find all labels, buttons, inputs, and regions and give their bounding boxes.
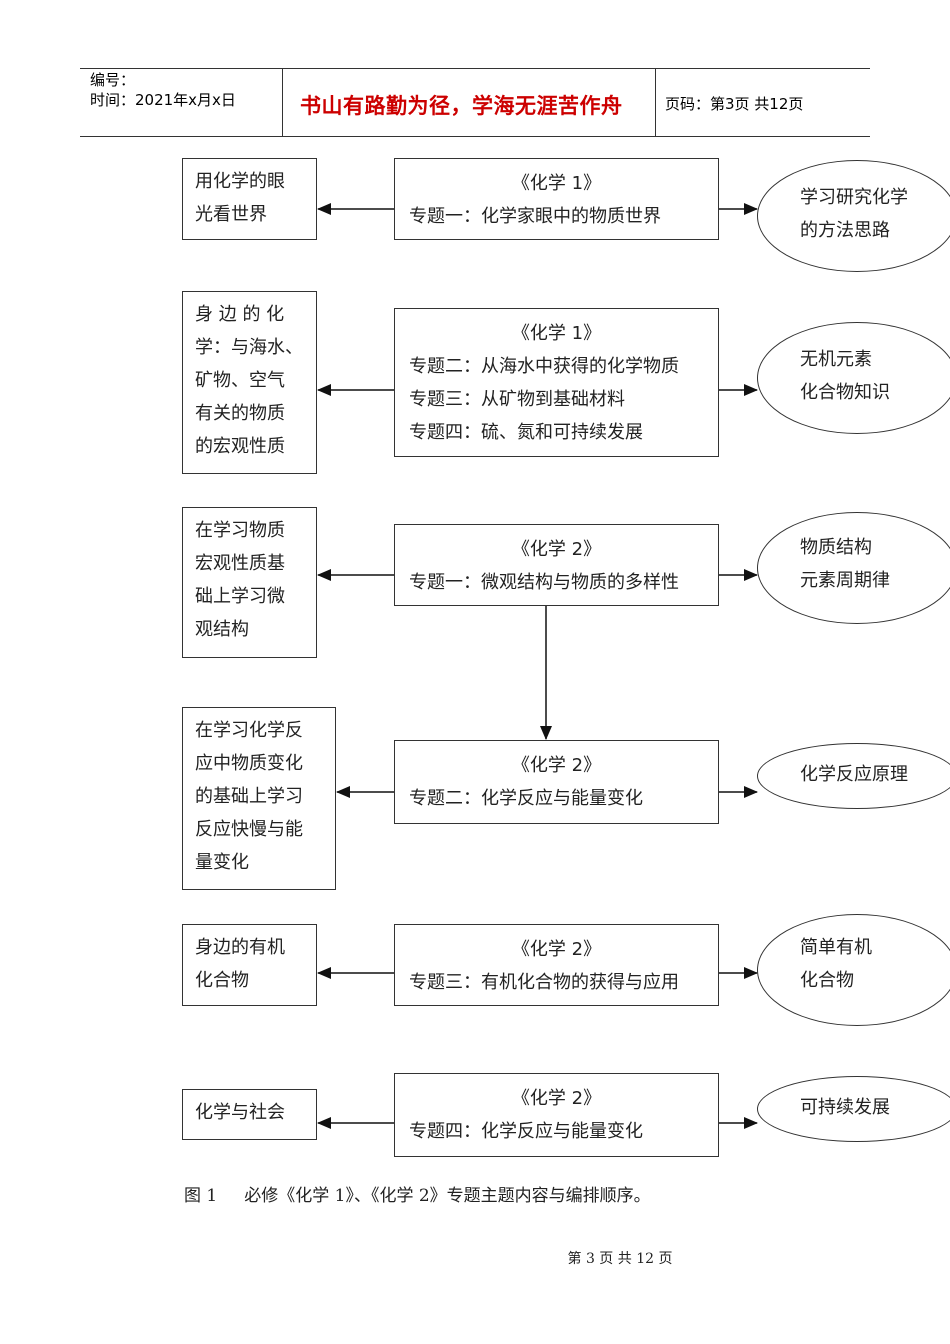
right-oval-3: 物质结构 元素周期律 (757, 512, 950, 624)
right-oval-4: 化学反应原理 (757, 743, 950, 809)
center-box-title: 《化学 1》 (511, 323, 602, 344)
figure-caption: 图 1 必修《化学 1》、《化学 2》专题主题内容与编排顺序。 (184, 1186, 651, 1206)
right-oval-line: 的方法思路 (800, 220, 890, 241)
left-box-line: 身 边 的 化 (195, 304, 285, 325)
center-box-title: 《化学 1》 (511, 173, 602, 194)
left-box-6: 化学与社会 (182, 1089, 317, 1140)
left-box-line: 化学与社会 (195, 1102, 285, 1123)
left-box-line: 矿物、空气 (195, 370, 285, 391)
right-oval-line: 元素周期律 (800, 570, 890, 591)
header-number-label: 编号： (90, 71, 136, 89)
header-bottom-rule (80, 136, 870, 137)
center-box-line: 专题二：从海水中获得的化学物质 (409, 356, 679, 377)
right-oval-line: 化合物知识 (800, 382, 890, 403)
left-box-line: 础上学习微 (195, 586, 285, 607)
center-box-line: 专题四：化学反应与能量变化 (409, 1121, 643, 1142)
left-box-line: 用化学的眼 (195, 171, 285, 192)
header-time-label: 时间：2021年x月x日 (90, 91, 236, 109)
right-oval-line: 可持续发展 (800, 1097, 890, 1118)
right-oval-6: 可持续发展 (757, 1076, 950, 1142)
right-oval-line: 无机元素 (800, 349, 872, 370)
left-box-line: 光看世界 (195, 204, 267, 225)
right-oval-5: 简单有机 化合物 (757, 914, 950, 1026)
center-box-1: 《化学 1》 专题一：化学家眼中的物质世界 (394, 158, 719, 240)
left-box-line: 学：与海水、 (195, 337, 303, 358)
center-box-5: 《化学 2》 专题三：有机化合物的获得与应用 (394, 924, 719, 1006)
page-footer: 第 3 页 共 12 页 (567, 1251, 673, 1267)
center-box-title: 《化学 2》 (511, 755, 602, 776)
left-box-line: 反应快慢与能 (195, 819, 303, 840)
left-box-line: 的宏观性质 (195, 436, 285, 457)
left-box-4: 在学习化学反 应中物质变化 的基础上学习 反应快慢与能 量变化 (182, 707, 336, 890)
center-box-title: 《化学 2》 (511, 939, 602, 960)
left-box-line: 在学习化学反 (195, 720, 303, 741)
right-oval-2: 无机元素 化合物知识 (757, 322, 950, 434)
center-box-title: 《化学 2》 (511, 539, 602, 560)
right-oval-1: 学习研究化学 的方法思路 (757, 160, 950, 272)
center-box-3: 《化学 2》 专题一：微观结构与物质的多样性 (394, 524, 719, 606)
left-box-2: 身 边 的 化 学：与海水、 矿物、空气 有关的物质 的宏观性质 (182, 291, 317, 474)
center-box-line: 专题四：硫、氮和可持续发展 (409, 422, 643, 443)
left-box-line: 应中物质变化 (195, 753, 303, 774)
header-divider (655, 68, 656, 136)
left-box-5: 身边的有机 化合物 (182, 924, 317, 1006)
center-box-line: 专题三：有机化合物的获得与应用 (409, 972, 679, 993)
left-box-1: 用化学的眼 光看世界 (182, 158, 317, 240)
header-divider (282, 68, 283, 136)
center-box-line: 专题三：从矿物到基础材料 (409, 389, 625, 410)
center-box-6: 《化学 2》 专题四：化学反应与能量变化 (394, 1073, 719, 1157)
right-oval-line: 物质结构 (800, 537, 872, 558)
center-box-4: 《化学 2》 专题二：化学反应与能量变化 (394, 740, 719, 824)
right-oval-line: 化学反应原理 (800, 764, 908, 785)
left-box-line: 身边的有机 (195, 937, 285, 958)
right-oval-line: 简单有机 (800, 937, 872, 958)
left-box-line: 化合物 (195, 970, 249, 991)
header-top-rule (80, 68, 870, 69)
right-oval-line: 学习研究化学 (800, 187, 908, 208)
left-box-line: 的基础上学习 (195, 786, 303, 807)
header-motto: 书山有路勤为径，学海无涯苦作舟 (300, 93, 623, 118)
center-box-line: 专题一：微观结构与物质的多样性 (409, 572, 679, 593)
left-box-line: 在学习物质 (195, 520, 285, 541)
center-box-line: 专题二：化学反应与能量变化 (409, 788, 643, 809)
left-box-3: 在学习物质 宏观性质基 础上学习微 观结构 (182, 507, 317, 658)
center-box-line: 专题一：化学家眼中的物质世界 (409, 206, 661, 227)
center-box-2: 《化学 1》 专题二：从海水中获得的化学物质 专题三：从矿物到基础材料 专题四：… (394, 308, 719, 457)
left-box-line: 宏观性质基 (195, 553, 285, 574)
center-box-title: 《化学 2》 (511, 1088, 602, 1109)
left-box-line: 有关的物质 (195, 403, 285, 424)
header-page-label: 页码：第3页 共12页 (665, 95, 804, 113)
right-oval-line: 化合物 (800, 970, 854, 991)
left-box-line: 观结构 (195, 619, 249, 640)
left-box-line: 量变化 (195, 852, 249, 873)
